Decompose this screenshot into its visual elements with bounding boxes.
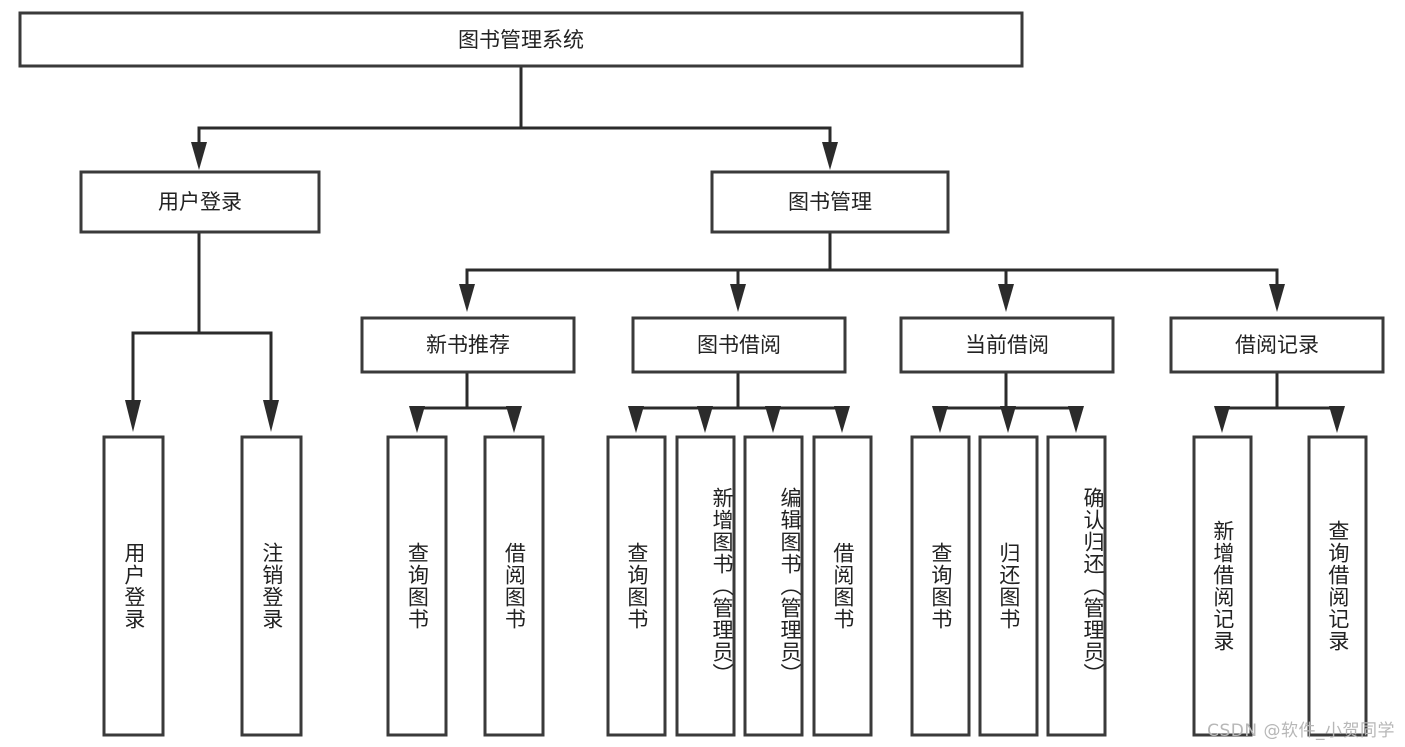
node-box-borrow-record[interactable] (1169, 316, 1385, 374)
arrow-bm-to-borrow-record (1269, 284, 1285, 312)
arrow-user-login-leaf-2 (263, 400, 279, 432)
arrow-bb-leaf-4 (834, 406, 850, 433)
arrow-bb-leaf-3 (765, 406, 781, 433)
arrow-root-to-book-management (822, 142, 838, 170)
connector-group-root (191, 64, 838, 170)
node-box-leaf-query-book-2[interactable] (606, 435, 667, 737)
watermark: CSDN @软件_小贺同学 (1207, 721, 1395, 741)
arrow-cb-leaf-1 (932, 406, 948, 433)
arrow-bm-to-book-borrow (730, 284, 746, 312)
node-box-leaf-borrow-book-2[interactable] (812, 435, 873, 737)
arrow-cb-leaf-3 (1068, 406, 1084, 433)
node-box-book-borrow[interactable] (631, 316, 847, 374)
arrow-br-leaf-2 (1329, 406, 1345, 433)
arrow-cb-leaf-2 (1000, 406, 1016, 433)
node-box-user-login[interactable] (79, 170, 321, 234)
node-box-leaf-logout-login[interactable] (240, 435, 303, 737)
node-box-leaf-query-record[interactable] (1307, 435, 1368, 737)
connector-group-user-login (125, 230, 279, 432)
arrow-br-leaf-1 (1214, 406, 1230, 433)
node-box-new-book-recommend[interactable] (360, 316, 576, 374)
arrow-bb-leaf-2 (697, 406, 713, 433)
arrow-root-to-user-login (191, 142, 207, 170)
arrow-nbr-leaf-1 (409, 406, 425, 433)
connector-group-new-book-recommend (409, 370, 522, 433)
node-box-leaf-borrow-book-1[interactable] (483, 435, 545, 737)
node-label-user-login: 用户登录 (158, 190, 242, 214)
node-box-leaf-user-login[interactable] (102, 435, 165, 737)
node-box-leaf-add-record[interactable] (1192, 435, 1253, 737)
node-label-book-management: 图书管理 (788, 190, 872, 214)
connector-group-current-borrow (932, 370, 1084, 433)
node-box-leaf-query-book-3[interactable] (910, 435, 971, 737)
node-box-leaf-edit-book[interactable] (743, 435, 804, 737)
arrow-bm-to-current-borrow (998, 284, 1014, 312)
node-label-current-borrow: 当前借阅 (965, 333, 1049, 357)
node-label-root: 图书管理系统 (458, 28, 584, 52)
node-box-leaf-add-book[interactable] (675, 435, 736, 737)
connector-group-borrow-record (1214, 370, 1345, 433)
arrow-bm-to-new-book-recommend (459, 284, 475, 312)
node-label-borrow-record: 借阅记录 (1235, 333, 1319, 357)
node-label-new-book-recommend: 新书推荐 (426, 333, 510, 357)
arrow-bb-leaf-1 (628, 406, 644, 433)
node-box-leaf-return-book[interactable] (978, 435, 1039, 737)
node-label-book-borrow: 图书借阅 (697, 333, 781, 357)
node-box-leaf-confirm-return[interactable] (1046, 435, 1107, 737)
node-box-root[interactable] (18, 11, 1024, 68)
node-box-current-borrow[interactable] (899, 316, 1115, 374)
node-box-leaf-query-book-1[interactable] (386, 435, 448, 737)
arrow-user-login-leaf-1 (125, 400, 141, 432)
arrow-nbr-leaf-2 (506, 406, 522, 433)
node-box-book-management[interactable] (710, 170, 950, 234)
connector-group-book-management (459, 230, 1285, 312)
connector-group-book-borrow (628, 370, 850, 433)
